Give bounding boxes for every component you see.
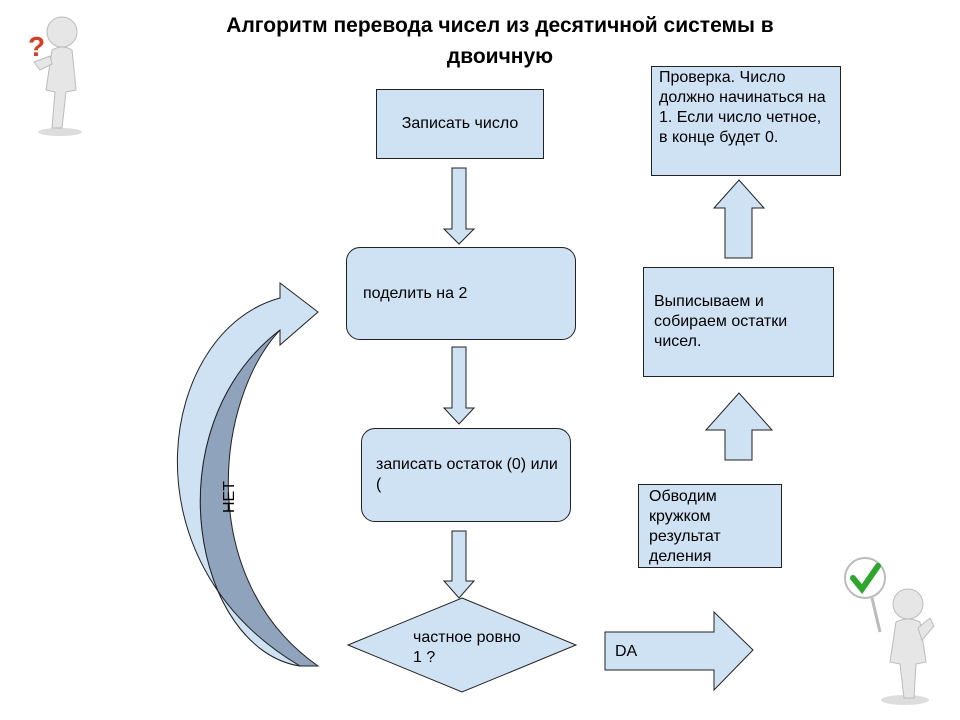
loop-arrow	[177, 281, 319, 667]
step-check: Проверка. Число должно начинаться на 1. …	[651, 66, 841, 176]
step-write-remainder: записать остаток (0) или (	[361, 428, 571, 522]
step-divide: поделить на 2	[346, 247, 576, 340]
checkmark-figure-icon	[844, 557, 935, 705]
decision-diamond	[346, 597, 578, 693]
step-collect-remainders: Выписываем и собираем остатки чисел.	[643, 267, 834, 377]
step-write-remainder-label: записать остаток (0) или (	[376, 456, 558, 493]
arrow-up-1	[704, 392, 774, 461]
arrow-up-2	[712, 179, 766, 259]
decision-label: частное ровно 1 ?	[413, 629, 521, 666]
svg-text:?: ?	[28, 31, 45, 62]
arrow-down-2	[442, 346, 476, 425]
yes-label: DA	[615, 643, 638, 660]
no-label: НЕТ	[221, 481, 238, 513]
arrow-yes	[604, 610, 754, 692]
step-divide-label: поделить на 2	[363, 284, 468, 302]
step-circle-result: Обводим кружком результат деления	[638, 484, 782, 568]
step-write-number: Записать число	[376, 89, 544, 159]
question-figure-icon: ?	[28, 16, 82, 136]
step-check-label: Проверка. Число должно начинаться на 1. …	[659, 69, 826, 146]
diagram-title: Алгоритм перевода чисел из десятичной си…	[226, 14, 774, 68]
step-collect-remainders-label: Выписываем и собираем остатки чисел.	[654, 293, 788, 350]
arrow-down-1	[442, 167, 476, 245]
step-write-number-label: Записать число	[401, 115, 519, 132]
arrow-down-3	[442, 530, 476, 599]
step-circle-result-label: Обводим кружком результат деления	[649, 488, 721, 565]
